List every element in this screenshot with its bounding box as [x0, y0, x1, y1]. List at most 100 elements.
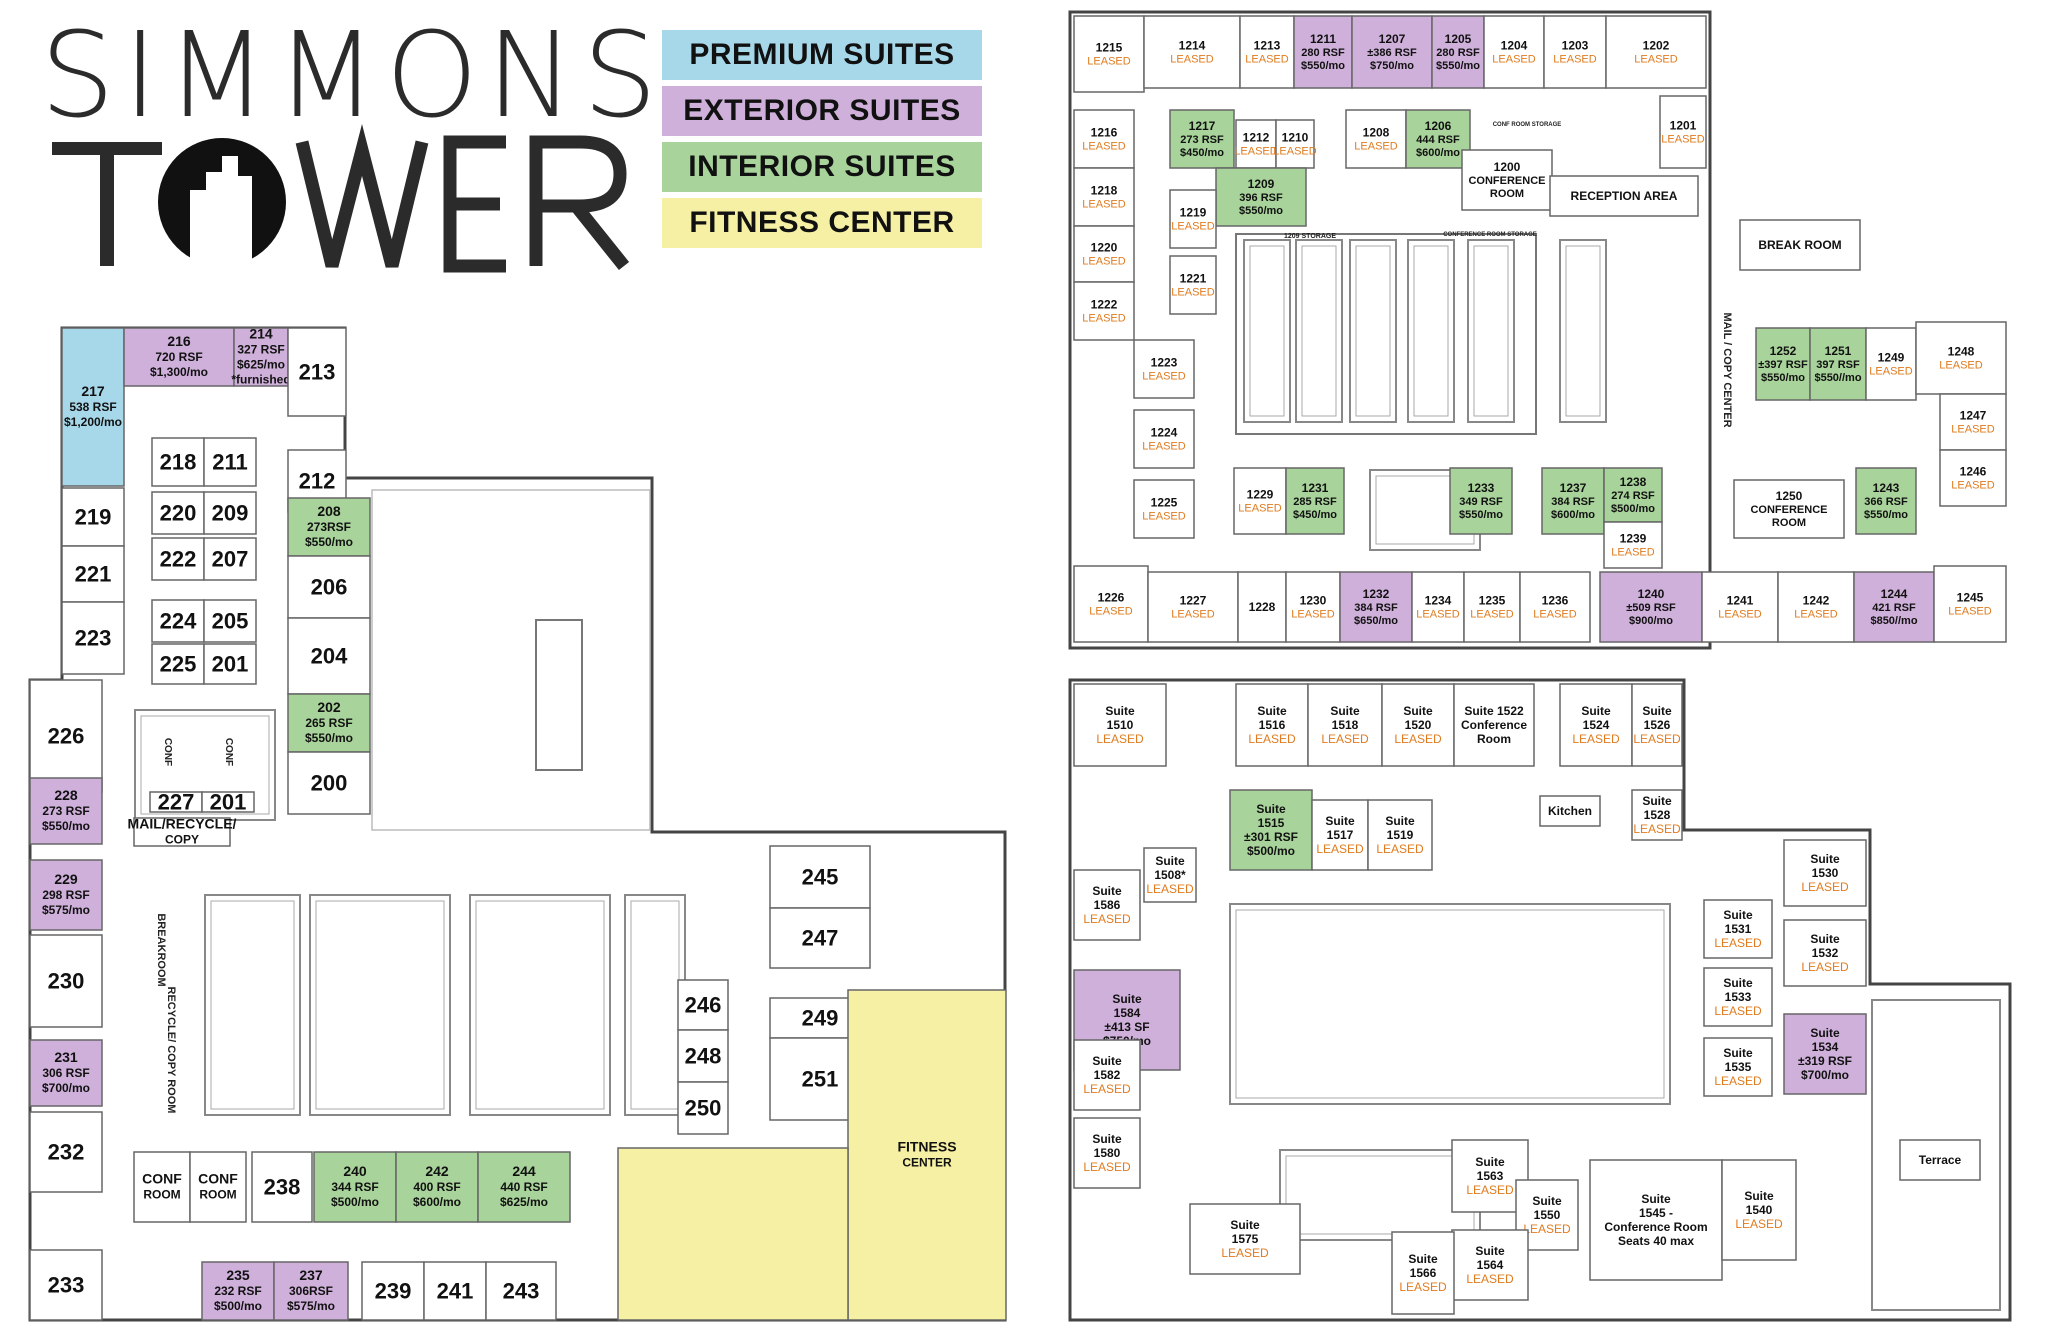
room-label-line: $500/mo: [331, 1195, 379, 1209]
leased-label: LEASED: [1089, 606, 1132, 618]
room-label-line: Suite: [1403, 704, 1433, 718]
room-box: [1539, 795, 1601, 827]
floor-label-conf-b: CONF: [223, 738, 234, 766]
room-label-line: 306RSF: [289, 1284, 333, 1298]
room-220: 220: [151, 491, 205, 535]
room-label-line: ROOM: [1490, 188, 1524, 200]
room-label-line: ROOM: [1772, 517, 1806, 529]
room-label-line: Conference Room: [1604, 1220, 1707, 1234]
room-label-line: 1251: [1825, 344, 1852, 358]
room-label-line: $550/mo: [1239, 205, 1283, 217]
room-label-line: 1566: [1410, 1266, 1437, 1280]
core-block: [1243, 239, 1291, 423]
room-box: [189, 1151, 247, 1223]
room-label-line: COPY: [165, 833, 199, 847]
room-box: [201, 791, 255, 813]
leased-label: LEASED: [1146, 882, 1194, 896]
room-label-line: ±386 RSF: [1367, 47, 1417, 59]
room-label-line: CONFERENCE: [1468, 175, 1545, 187]
room-label-line: ROOM: [143, 1188, 180, 1202]
room-box: [1285, 467, 1345, 535]
room-label-line: 1248: [1948, 345, 1975, 359]
room-1240: 1240±509 RSF$900/mo: [1599, 571, 1703, 643]
room-204: 204: [287, 617, 371, 695]
leased-label: LEASED: [1948, 606, 1991, 618]
room-233: 233: [29, 1249, 103, 1321]
leased-label: LEASED: [1633, 822, 1681, 836]
room-box: [1073, 683, 1167, 767]
core-inner: [140, 715, 270, 815]
leased-label: LEASED: [1171, 287, 1214, 299]
stair-core: [535, 619, 583, 771]
room-box: [1189, 1203, 1301, 1275]
room-box: [1939, 449, 2007, 507]
room-box: [61, 545, 125, 603]
room-box: [1143, 847, 1197, 903]
room-label-line: 421 RSF: [1872, 602, 1916, 614]
room-label-line: 201: [210, 790, 247, 815]
room-box: [1703, 967, 1773, 1027]
room-label-line: Suite: [1408, 1252, 1438, 1266]
room-label-line: Kitchen: [1548, 804, 1592, 818]
room-box: [1073, 1117, 1141, 1189]
core-block: [1407, 239, 1455, 423]
room-box: [1073, 1039, 1141, 1111]
room-box: [769, 907, 871, 969]
room-label-line: 384 RSF: [1354, 602, 1398, 614]
room-label-line: 265 RSF: [305, 716, 352, 730]
room-box: [1133, 479, 1195, 539]
room-box: [1133, 409, 1195, 469]
room-label-line: Suite: [1723, 908, 1753, 922]
room-label-line: CONFERENCE: [1750, 504, 1827, 516]
room-207: 207: [203, 537, 257, 581]
floor-label-mail: MAIL / COPY CENTER: [1721, 312, 1733, 427]
core-inner: [315, 900, 445, 1110]
room-label-line: 298 RSF: [42, 888, 89, 902]
room-label-line: 232: [48, 1140, 85, 1165]
room-label-line: 238: [264, 1175, 301, 1200]
room-label-line: 1205: [1445, 32, 1472, 46]
room-label-line: 1208: [1363, 126, 1390, 140]
room-241: 241: [423, 1261, 487, 1321]
leased-label: LEASED: [1082, 256, 1125, 268]
room-1207: 1207±386 RSF$750/mo: [1351, 15, 1433, 89]
room-box: [1229, 789, 1313, 871]
room-label-line: 280 RSF: [1301, 47, 1345, 59]
room-box: [29, 859, 103, 931]
room-box: [1899, 1139, 1981, 1181]
room-box: [1147, 571, 1239, 643]
room-box: [1733, 479, 1845, 539]
room-box: [1783, 1013, 1867, 1095]
room-label-line: 366 RSF: [1864, 496, 1908, 508]
room-box: [1783, 839, 1867, 907]
room-box: [151, 599, 205, 643]
room-label-line: 1510: [1107, 718, 1134, 732]
room-label-line: CENTER: [902, 1156, 952, 1170]
room-label-line: 1217: [1189, 119, 1216, 133]
room-label-line: 1530: [1812, 866, 1839, 880]
room-label-line: $550/mo: [305, 731, 353, 745]
room-box: [1589, 1159, 1723, 1281]
room-box: [1169, 255, 1217, 315]
room-label-line: 1209: [1248, 177, 1275, 191]
room-label-line: 243: [503, 1279, 540, 1304]
room-label-line: 1232: [1363, 587, 1390, 601]
room-label-line: 1234: [1425, 594, 1452, 608]
room-246: 246: [677, 979, 729, 1031]
room-label-line: 1230: [1300, 594, 1327, 608]
